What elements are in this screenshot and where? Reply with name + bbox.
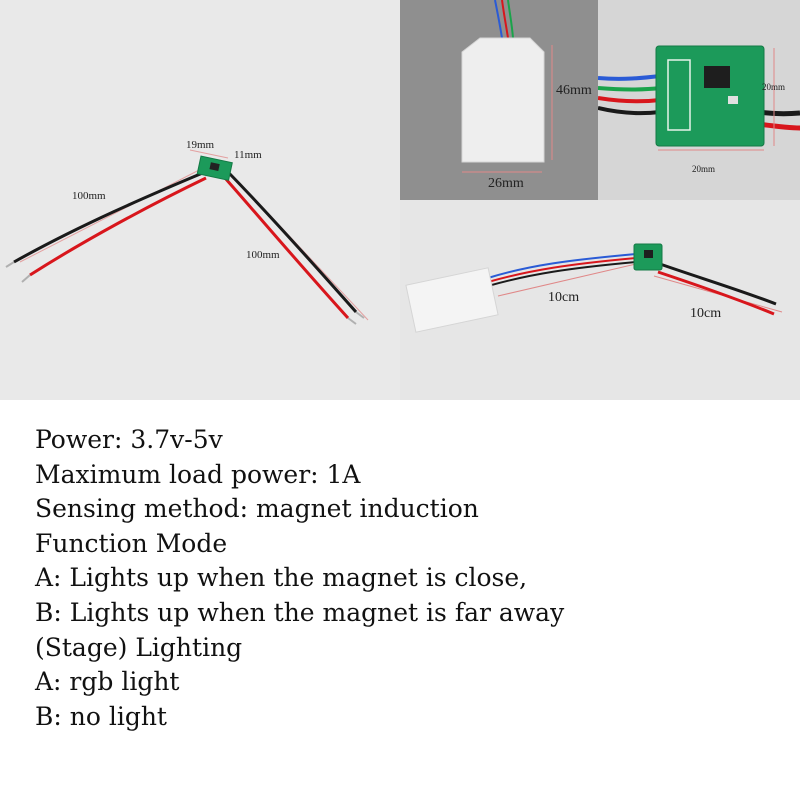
photo-pcb-closeup: 20mm 20mm: [598, 0, 800, 200]
light-panel-image: 46mm 26mm: [400, 0, 598, 200]
pcb-bottom-label: 20mm: [692, 164, 715, 174]
board-height-label: 11mm: [234, 149, 262, 161]
photo-light-panel: 46mm 26mm: [400, 0, 598, 200]
panel-red-wire: [501, 0, 509, 39]
spec-lighting-heading: (Stage) Lighting: [35, 632, 243, 662]
panel-height-label: 46mm: [556, 83, 592, 98]
left-wire-length-label: 100mm: [72, 190, 106, 202]
board-width-label: 19mm: [186, 139, 215, 151]
el-panel: [461, 37, 545, 163]
right-wire-length-label: 100mm: [246, 249, 280, 261]
pcb-closeup-image: 20mm 20mm: [598, 0, 800, 200]
left-wire-tip: [21, 274, 31, 283]
pcb-ic: [704, 66, 730, 88]
assembly-black-signal-wire: [487, 261, 637, 287]
sensor-board-image: 19mm 11mm 100mm 100mm: [5, 139, 369, 325]
assembly-left-label: 10cm: [548, 290, 579, 305]
assembly-blue-wire: [487, 253, 637, 279]
assembly-panel: [405, 267, 499, 333]
assembly-out-black-wire: [659, 262, 777, 306]
spec-power: Power: 3.7v-5v: [35, 425, 223, 454]
spec-mode-b: B: Lights up when the magnet is far away: [35, 597, 565, 627]
assembly-left-dim-line: [497, 263, 637, 297]
spec-function-mode-heading: Function Mode: [35, 528, 228, 558]
right-wire-tip: [347, 317, 357, 325]
spec-mode-a: A: Lights up when the magnet is close,: [35, 563, 528, 593]
spec-lighting-b: B: no light: [35, 701, 167, 731]
spec-sensing-method: Sensing method: magnet induction: [35, 494, 479, 524]
dim-line-board-width: [189, 149, 229, 159]
dim-line-left-wire: [19, 167, 204, 263]
spec-max-load: Maximum load power: 1A: [35, 459, 361, 489]
right-black-wire: [226, 170, 358, 313]
left-red-wire: [29, 176, 207, 277]
panel-blue-wire: [494, 0, 503, 39]
assembly-right-label: 10cm: [690, 306, 721, 321]
spec-list: Power: 3.7v-5v Maximum load power: 1A Se…: [35, 423, 564, 734]
pcb-board-large: [655, 45, 765, 147]
left-wire-tip: [5, 261, 15, 268]
spec-lighting-a: A: rgb light: [35, 667, 180, 697]
assembly-image: 10cm 10cm: [400, 200, 800, 400]
panel-green-wire: [507, 0, 514, 39]
pcb-right-label: 20mm: [762, 82, 785, 92]
pcb-smd-part: [728, 96, 738, 104]
pcb-green-wire: [598, 86, 661, 92]
left-black-wire: [13, 170, 206, 264]
right-red-wire: [223, 177, 350, 320]
assembly-chip: [644, 250, 653, 258]
assembly-red-signal-wire: [487, 257, 637, 283]
photo-assembly: 10cm 10cm: [400, 200, 800, 400]
right-wire-tip: [355, 311, 365, 319]
photo-sensor-board: 19mm 11mm 100mm 100mm: [0, 0, 400, 400]
pcb-chip: [209, 162, 220, 171]
assembly-out-red-wire: [657, 270, 775, 316]
panel-width-label: 26mm: [488, 176, 524, 191]
pcb-silkscreen: [667, 59, 691, 131]
